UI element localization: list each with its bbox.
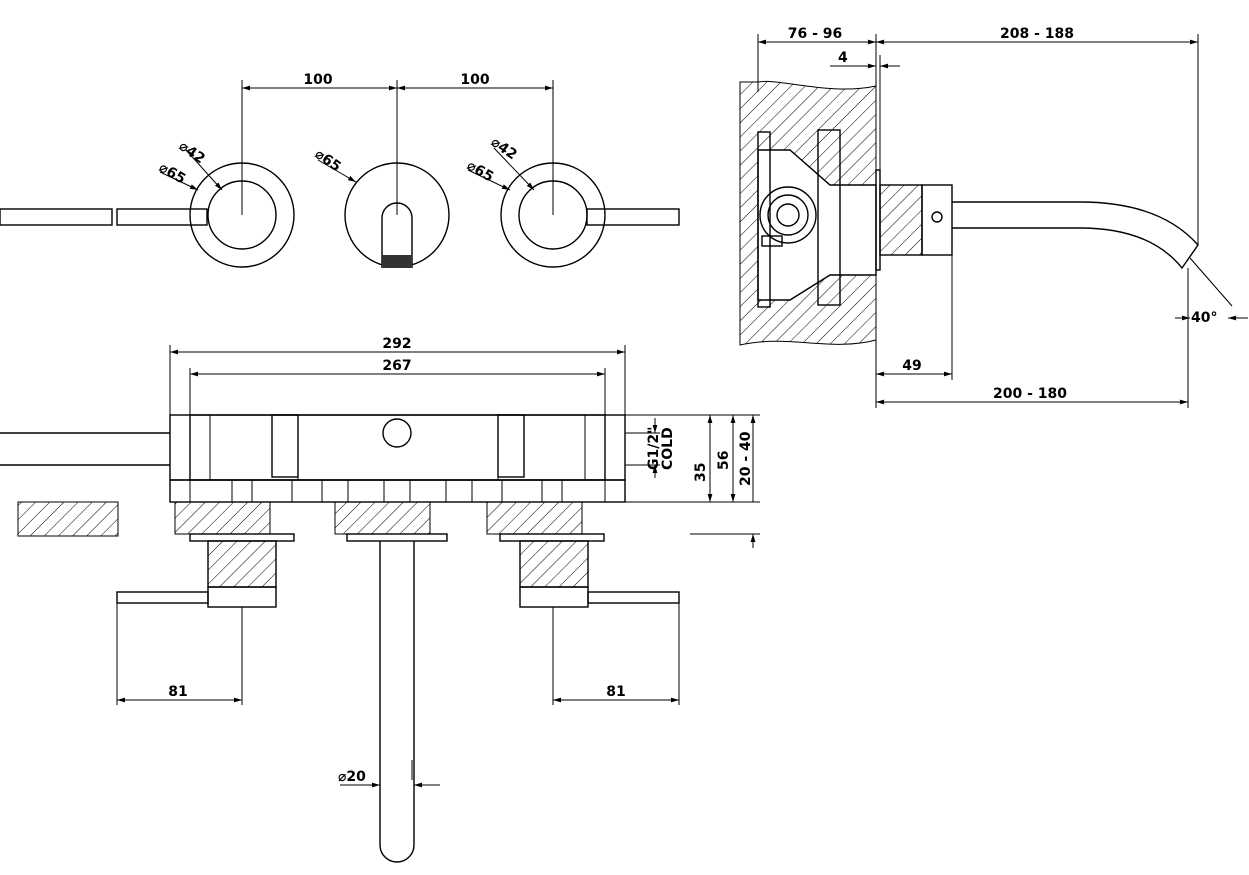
left-handle-front: [0, 162, 295, 268]
spout-reach-label: 200 - 180: [993, 386, 1067, 402]
spacing-right-label: 100: [460, 72, 489, 88]
inlet-thread-label: G1/2": [646, 427, 662, 470]
lever-left-length-label: 81: [168, 684, 187, 700]
lever-right-length-label: 81: [606, 684, 625, 700]
plan-view: 292 267: [0, 336, 760, 863]
depth-range-label: 20 - 40: [738, 431, 754, 486]
projection-upper-label: 208 - 188: [1000, 26, 1074, 42]
depth-56-label: 56: [716, 451, 732, 470]
right-handle-front: [500, 162, 680, 268]
spacing-left-label: 100: [303, 72, 332, 88]
spout-angle-label: 40°: [1191, 310, 1217, 326]
depth-35-label: 35: [693, 463, 709, 482]
plate-thickness-label: 4: [838, 50, 848, 66]
spout-rosette-dia-label: ⌀65: [312, 146, 344, 175]
sleeve-length-label: 49: [902, 358, 921, 374]
body-width-label: 267: [382, 358, 411, 374]
front-elevation: 100 100 ⌀42 ⌀65 ⌀65 ⌀42 ⌀65: [0, 72, 680, 268]
side-view: 76 - 96 208 - 188 4 49 200 - 180 40°: [739, 26, 1248, 408]
left-inner-dia-label: ⌀42: [176, 138, 208, 167]
wall-depth-label: 76 - 96: [788, 26, 843, 42]
inlet-label: COLD: [660, 427, 676, 470]
overall-width-label: 292: [382, 336, 411, 352]
spout-dia-label: ⌀20: [338, 769, 366, 785]
